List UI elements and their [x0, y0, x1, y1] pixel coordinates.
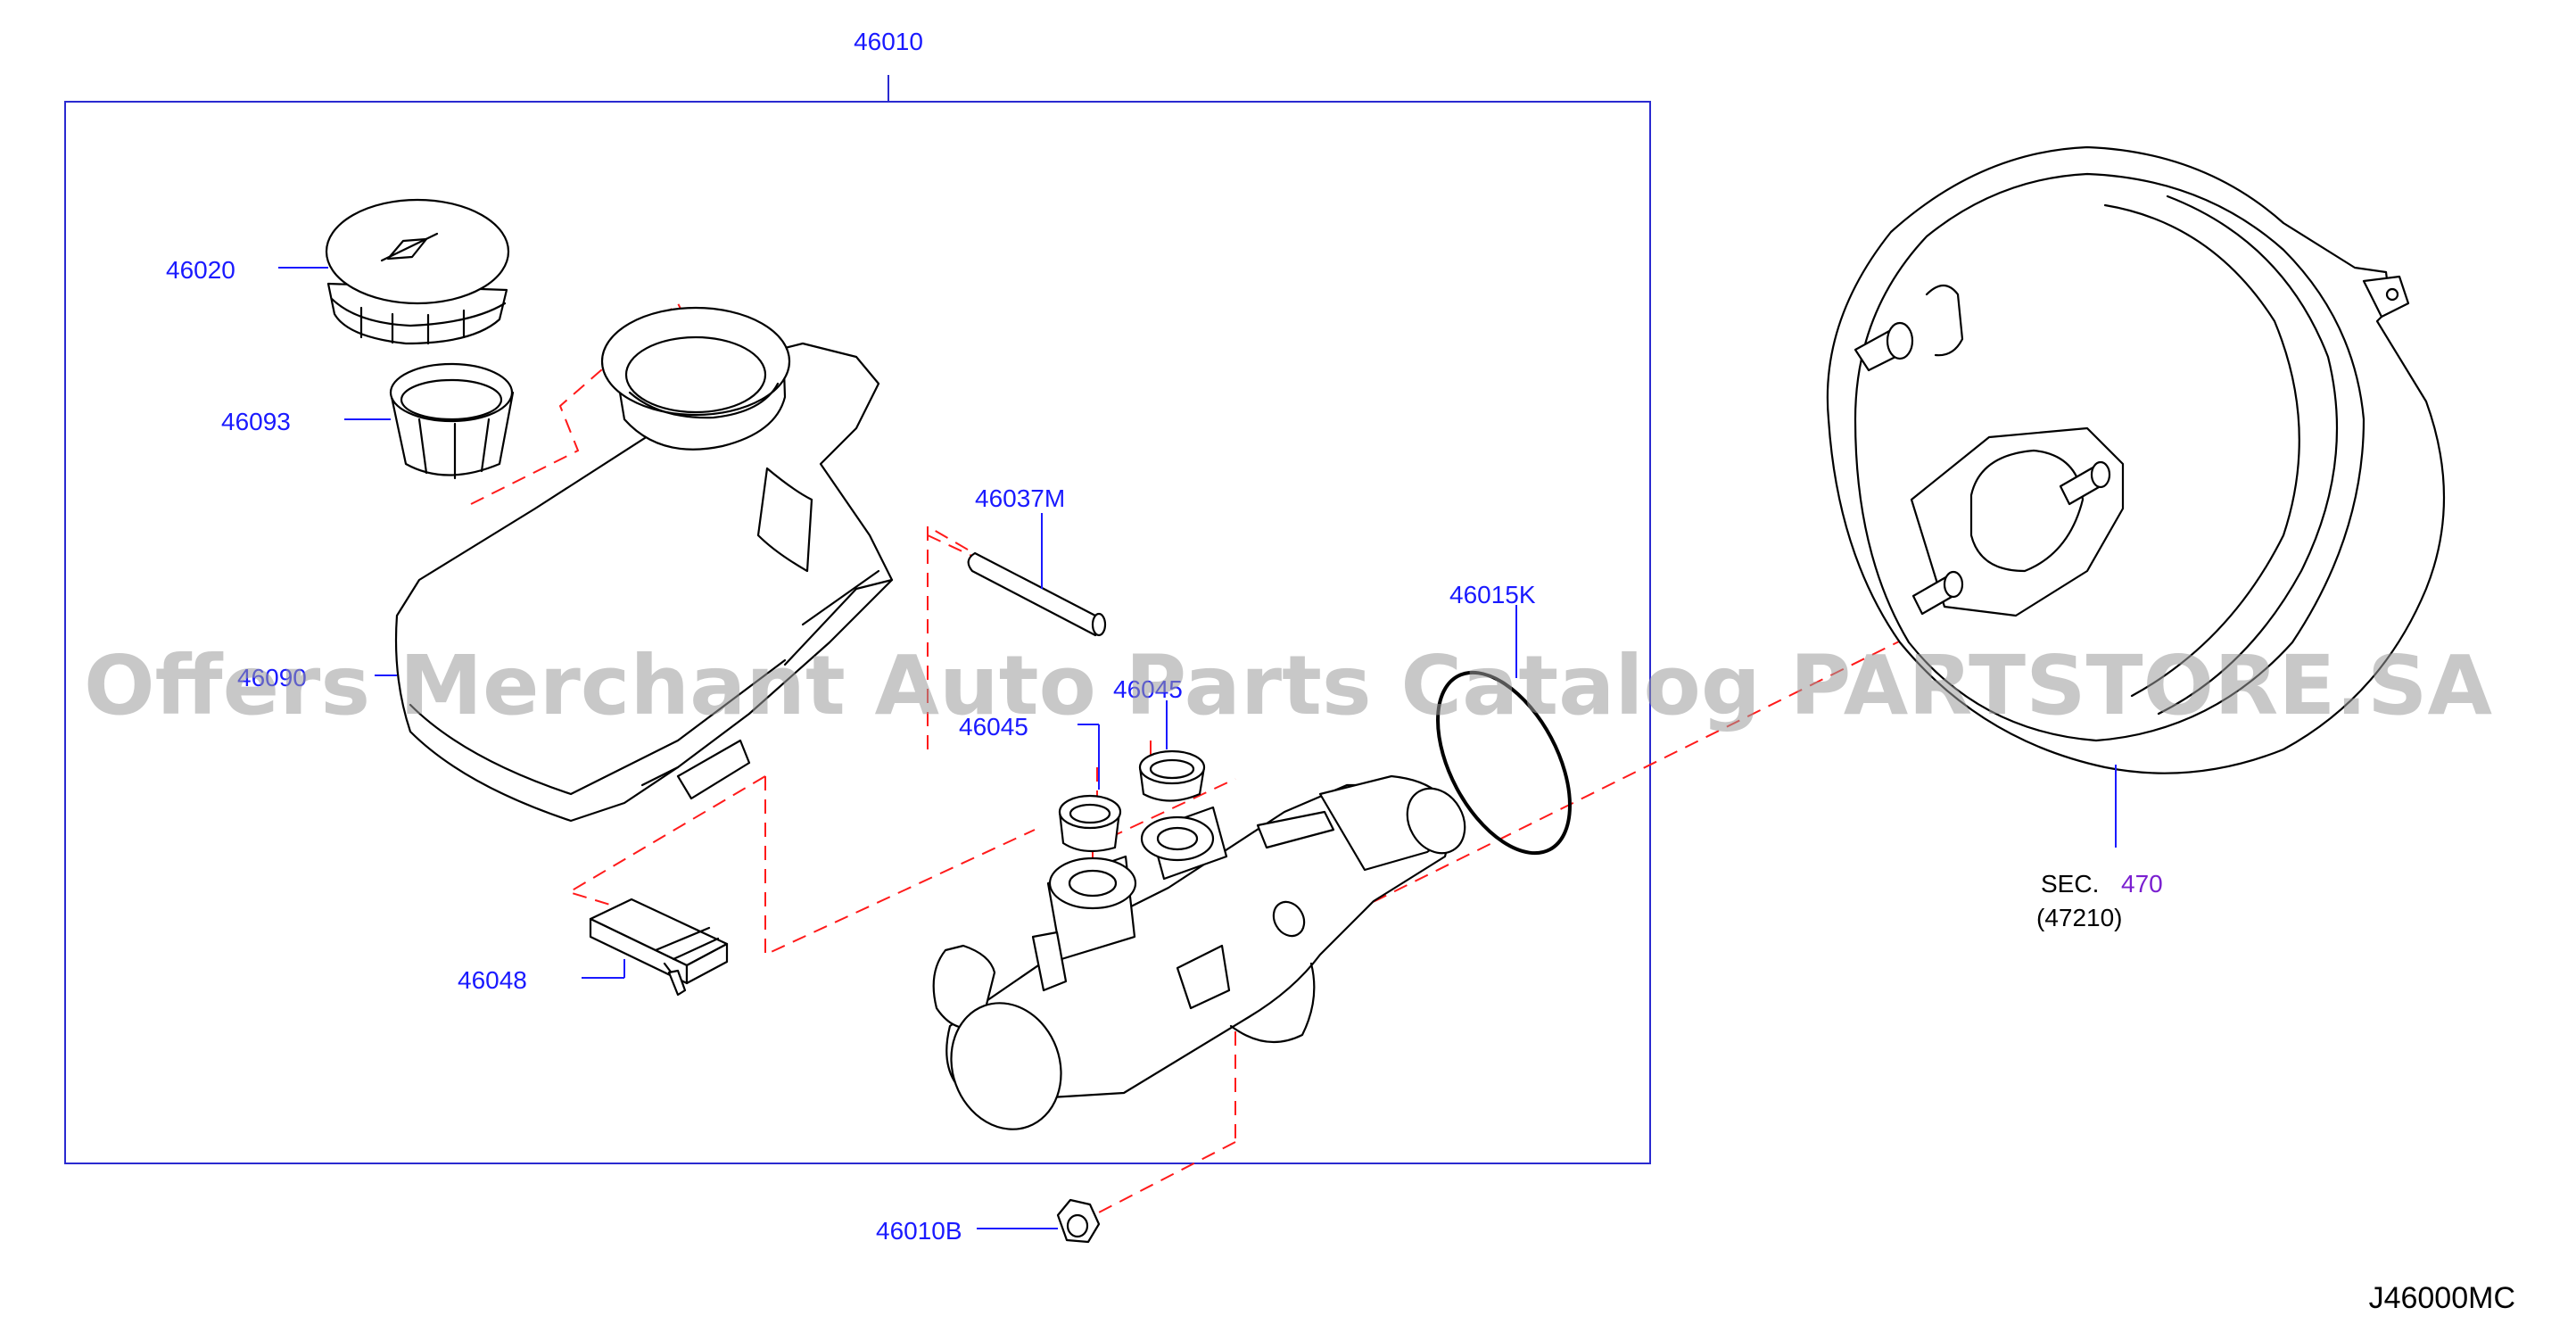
oring-part[interactable]	[1410, 651, 1597, 875]
reservoir-tank-part[interactable]	[394, 306, 894, 823]
label-pin[interactable]: 46037M	[975, 484, 1065, 512]
label-sec-prefix: SEC.	[2041, 870, 2099, 898]
label-strainer[interactable]: 46093	[221, 408, 291, 435]
watermark-text: Offers Merchant Auto Parts Catalog PARTS…	[84, 638, 2492, 733]
connector-part[interactable]	[589, 898, 729, 997]
label-assembly[interactable]: 46010	[854, 28, 923, 55]
master-cylinder-part[interactable]	[932, 774, 1476, 1145]
brake-booster-part[interactable]	[1826, 145, 2446, 774]
nut-part[interactable]	[1056, 1198, 1101, 1244]
label-grommet-a[interactable]: 46045	[959, 713, 1028, 741]
label-connector[interactable]: 46048	[458, 966, 527, 994]
grommet-a-part[interactable]	[1058, 794, 1122, 853]
diagram-code: J46000MC	[2369, 1281, 2515, 1315]
label-sec-sub: (47210)	[2036, 904, 2123, 931]
strainer-part[interactable]	[389, 362, 515, 480]
label-oring[interactable]: 46015K	[1449, 581, 1536, 608]
label-nut[interactable]: 46010B	[876, 1217, 962, 1245]
label-reservoir[interactable]: 46090	[237, 664, 307, 691]
reservoir-cap-part[interactable]	[325, 198, 510, 345]
label-grommet-b[interactable]: 46045	[1113, 675, 1183, 703]
assembly-frame: 46010	[64, 28, 1651, 1164]
label-sec-number[interactable]: 470	[2121, 870, 2163, 898]
pin-part[interactable]	[967, 551, 1107, 637]
label-cap[interactable]: 46020	[166, 256, 235, 284]
grommet-b-part[interactable]	[1138, 749, 1206, 802]
